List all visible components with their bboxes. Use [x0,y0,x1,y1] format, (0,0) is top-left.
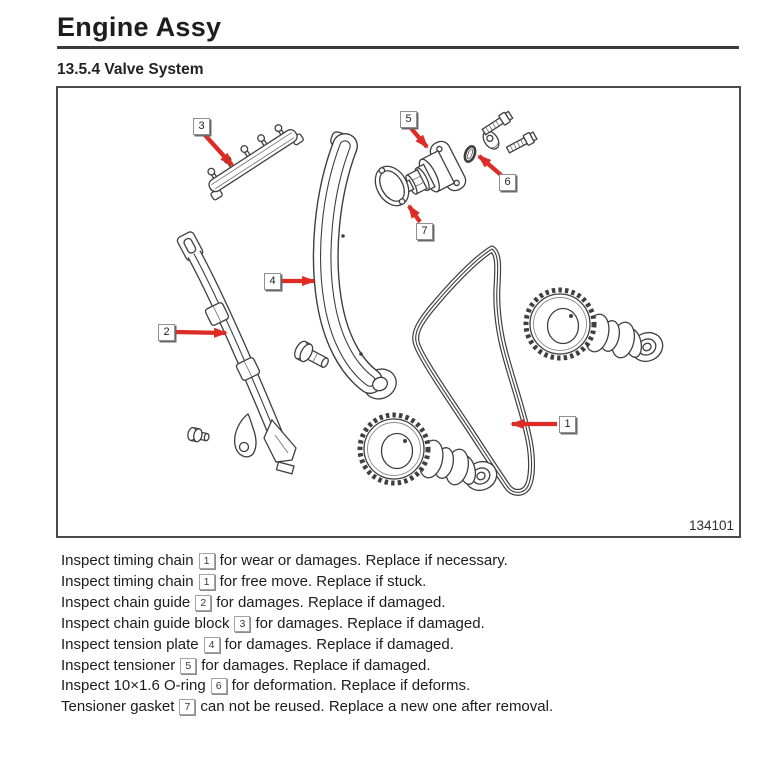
part-ref: 2 [195,594,212,611]
bolt-part [187,426,210,443]
instruction-text: Inspect chain guide block [61,614,230,632]
callout-arrow-3 [202,132,234,167]
title-rule [57,46,739,49]
callout-3: 3 [193,118,210,135]
tensioner-gasket-part [374,165,410,207]
section-heading: 13.5.4 Valve System [57,61,204,78]
tensioner-part [400,140,467,195]
callout-arrow-2 [174,327,228,338]
instruction-text: can not be reused. Replace a new one aft… [200,698,554,716]
washer-part [482,130,500,150]
camshaft-upper-part [523,287,664,363]
callout-4: 4 [264,273,281,290]
callout-7: 7 [416,223,433,240]
instruction-text: for damages. Replace if damaged. [216,593,446,611]
instruction-text: Tensioner gasket [61,698,175,716]
callout-5: 5 [400,111,417,128]
callout-1: 1 [559,416,576,433]
tension-plate-part [312,131,397,400]
part-ref: 5 [180,657,197,674]
instruction-text: for damages. Replace if damaged. [255,614,485,632]
callout-6: 6 [499,174,516,191]
part-ref: 4 [203,636,220,653]
figure-box: 1 2 3 4 5 6 7 134101 [56,86,741,538]
figure-number: 134101 [688,518,734,533]
part-ref: 6 [210,678,227,695]
bracket-part [234,413,257,458]
instruction-text: Inspect timing chain [61,572,194,590]
callout-arrow-7 [407,204,422,224]
part-ref: 1 [198,573,215,590]
camshaft-lower-part [357,412,498,492]
chain-guide-block-part [207,124,304,201]
stud-pin-part [294,340,329,368]
o-ring-part [463,145,477,163]
instruction-text: for wear or damages. Replace if necessar… [219,552,508,569]
instruction-text: for damages. Replace if damaged. [224,635,454,653]
chain-guide-part [176,231,297,475]
part-ref: 1 [198,553,215,569]
instruction-text: Inspect tensioner [61,656,176,674]
bolt-part [481,110,514,136]
bolt-part [505,131,538,154]
part-ref: 7 [179,699,196,716]
page-title: Engine Assy [57,12,222,42]
instruction-text: Inspect chain guide [61,593,191,611]
instruction-text: for free move. Replace if stuck. [219,572,427,590]
instruction-text: Inspect tension plate [61,635,199,653]
instruction-text: for damages. Replace if damaged. [201,656,431,674]
instruction-text: Inspect timing chain [61,552,194,569]
callout-arrow-6 [477,154,503,177]
instruction-text: Inspect 10×1.6 O-ring [61,677,206,695]
callout-2: 2 [158,324,175,341]
timing-chain-part [412,245,535,496]
part-ref: 3 [234,615,251,632]
callout-arrow-5 [408,125,429,149]
valve-system-diagram [174,110,664,496]
instruction-text: for deformation. Replace if deforms. [231,677,471,695]
